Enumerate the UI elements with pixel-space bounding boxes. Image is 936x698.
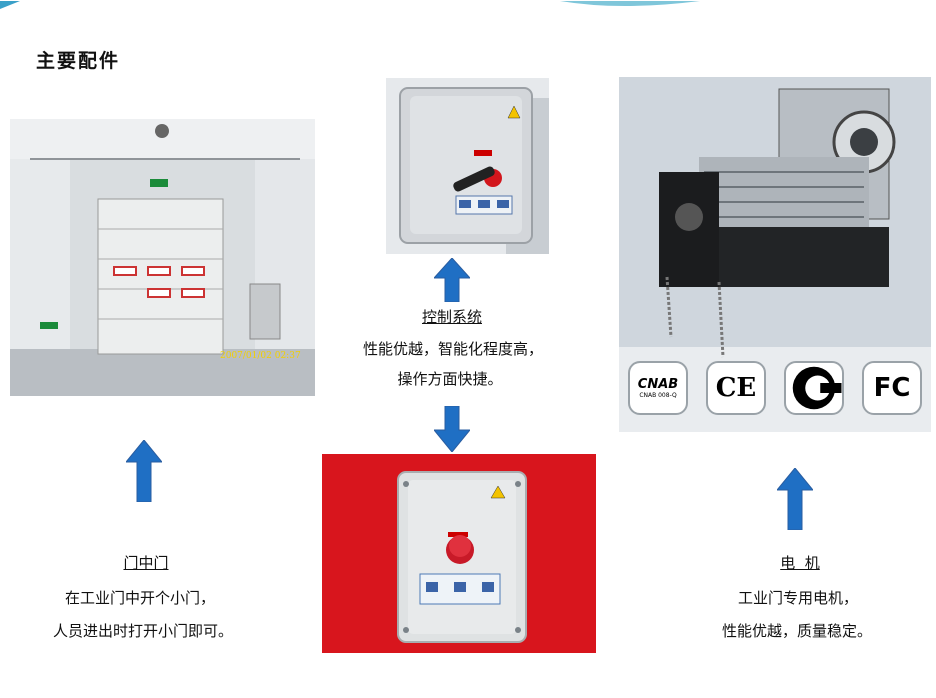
industrial-door-photo: 2007/01/02 02:37 [10,119,315,396]
certification-logos: CNAB CNAB 008-Q CE FC [619,355,931,421]
motor-line-2: 性能优越，质量稳定。 [721,622,872,640]
door-in-door-title: 门中门 [123,554,169,572]
arrow-up-door-icon [126,440,162,502]
arrow-up-motor-icon [777,468,813,530]
fc-logo: FC [862,361,922,415]
arrow-down-control-icon [434,406,470,452]
control-system-line-2: 操作方面快捷。 [397,370,503,388]
control-system-title: 控制系统 [421,308,482,326]
control-box-photo [386,78,549,254]
ccc-logo [784,361,844,415]
motor-line-1: 工业门专用电机， [737,589,858,607]
motor-photo: CNAB CNAB 008-Q CE FC [619,77,931,432]
ce-logo: CE [706,361,766,415]
arrow-up-control-icon [434,258,470,302]
door-in-door-line-1: 在工业门中开个小门， [64,589,215,607]
page-heading: 主要配件 [36,50,121,72]
top-decoration [0,0,936,14]
motor-title: 电 机 [780,554,820,572]
control-system-line-1: 性能优越，智能化程度高， [362,340,543,358]
photo-timestamp: 2007/01/02 02:37 [220,351,301,361]
control-box-red-photo [322,454,596,653]
door-in-door-line-2: 人员进出时打开小门即可。 [52,622,233,640]
cnab-logo: CNAB CNAB 008-Q [628,361,688,415]
